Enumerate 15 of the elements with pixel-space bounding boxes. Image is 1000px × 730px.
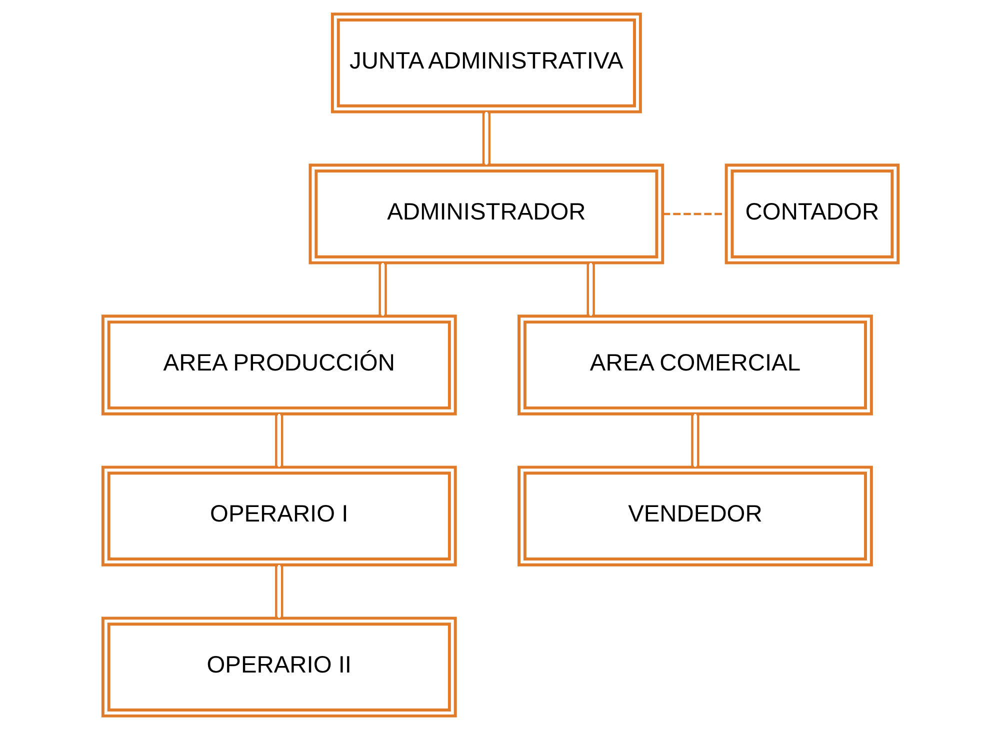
node-box: AREA COMERCIAL (517, 314, 872, 416)
connector (482, 112, 490, 165)
node-box: JUNTA ADMINISTRATIVA (330, 12, 642, 114)
node-box: ADMINISTRADOR (308, 164, 664, 264)
node-box: AREA PRODUCCIÓN (100, 314, 456, 416)
connector (378, 263, 386, 316)
connector (690, 414, 699, 467)
node-box: OPERARIO I (100, 466, 456, 566)
connector (274, 565, 283, 618)
connector (274, 414, 283, 467)
connector (586, 263, 594, 316)
connector (662, 212, 726, 216)
node-box: VENDEDOR (517, 466, 872, 566)
node-box: CONTADOR (724, 164, 900, 264)
node-box: OPERARIO II (100, 616, 456, 718)
